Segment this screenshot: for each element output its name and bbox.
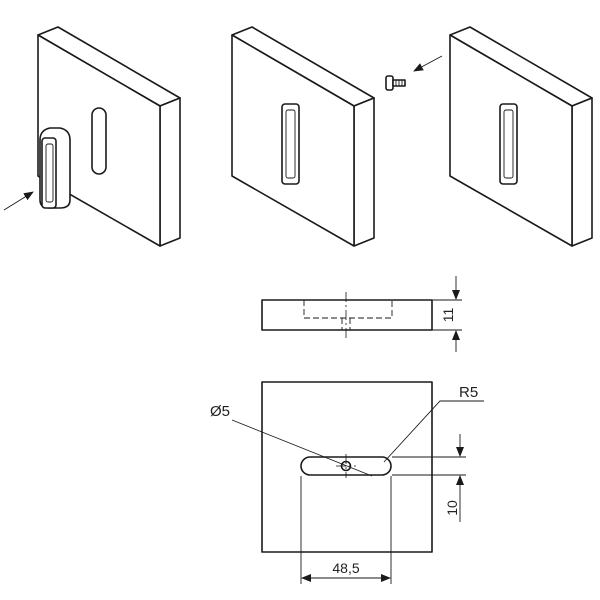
screw-arrow [413,55,443,72]
front-view: Ø5 R5 10 48,5 [210,381,484,584]
dim-slot-radius: R5 [459,384,478,401]
dim-slot-offset: 10 [444,500,460,516]
slot-opening [91,107,107,175]
rose-plate-step-2 [231,26,375,247]
handle-insert [39,127,71,209]
slot-frame [281,103,300,185]
dim-slot-length: 48,5 [332,560,359,576]
assembly-step-3 [449,26,593,247]
assembly-step-1 [3,26,181,247]
insert-arrow [3,191,34,211]
leader-hole [231,419,373,477]
fixing-screw [385,75,406,91]
rose-plate-step-3 [449,26,593,247]
slot-frame [499,103,518,185]
assembly-step-2 [231,26,443,247]
dim-hole-diameter: Ø5 [210,403,230,420]
plate-front-outline [261,381,433,553]
dim-thickness: 11 [440,308,456,323]
leader-radius [383,400,484,463]
plate-side-outline [261,299,433,331]
hidden-recess-line [303,300,393,319]
side-view: 11 [261,276,462,352]
